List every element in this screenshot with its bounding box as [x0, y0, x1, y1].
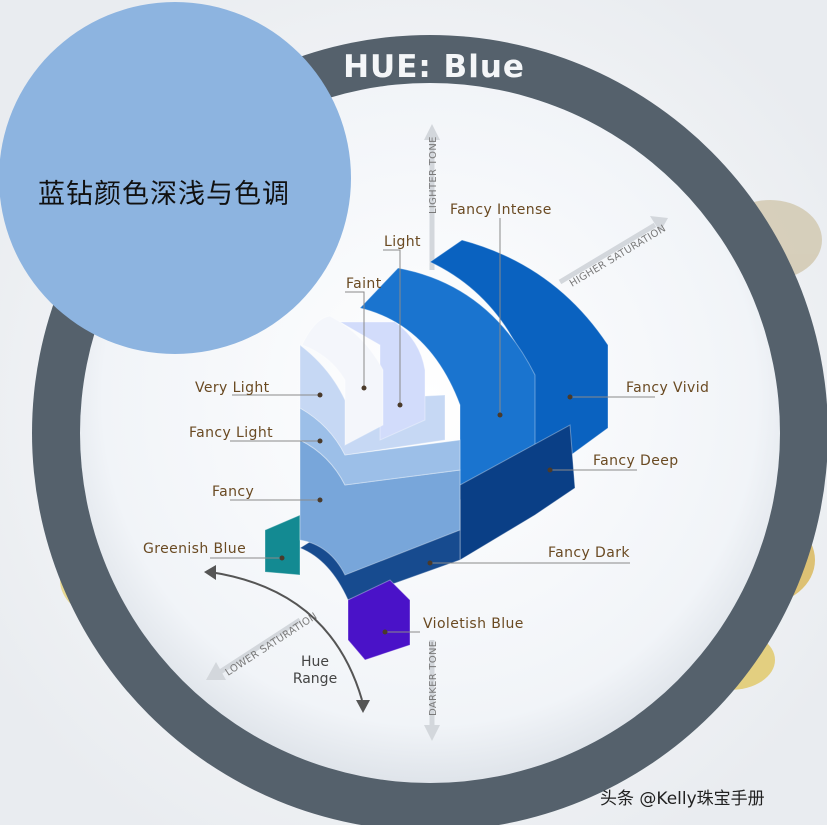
hue-range-label-1: Hue: [301, 654, 329, 670]
label-fancy-intense: Fancy Intense: [450, 202, 552, 218]
label-light: Light: [384, 234, 421, 250]
label-fancy-dark: Fancy Dark: [548, 545, 630, 561]
leader-lines: [210, 218, 655, 633]
label-faint: Faint: [346, 276, 382, 292]
lighter-tone-label: LIGHTER TONE: [428, 136, 439, 214]
watermark: 头条 @Kelly珠宝手册: [600, 789, 765, 809]
label-fancy-light: Fancy Light: [189, 425, 273, 441]
violetish-blue-block: [347, 579, 411, 661]
overlay-title: 蓝钻颜色深浅与色调: [38, 179, 290, 210]
lighter-tone-axis: LIGHTER TONE: [424, 124, 440, 270]
overlay-circle: [0, 2, 351, 354]
hue-range-label-2: Range: [293, 671, 337, 687]
hue-title: HUE: Blue: [343, 49, 525, 85]
hue-range-arc: Hue Range: [204, 565, 370, 713]
label-violetish-blue: Violetish Blue: [423, 616, 524, 632]
label-greenish-blue: Greenish Blue: [143, 541, 246, 557]
label-fancy: Fancy: [212, 484, 254, 500]
darker-tone-axis: DARKER TONE: [424, 640, 440, 741]
label-very-light: Very Light: [195, 380, 270, 396]
label-fancy-deep: Fancy Deep: [593, 453, 679, 469]
leader-dots: [279, 385, 573, 635]
fancy-light-block: [299, 407, 461, 486]
fancy-block: [299, 439, 461, 576]
label-fancy-vivid: Fancy Vivid: [626, 380, 709, 396]
darker-tone-label: DARKER TONE: [428, 641, 439, 716]
color-grade-solid: [264, 239, 609, 661]
faint-block: [301, 315, 384, 446]
